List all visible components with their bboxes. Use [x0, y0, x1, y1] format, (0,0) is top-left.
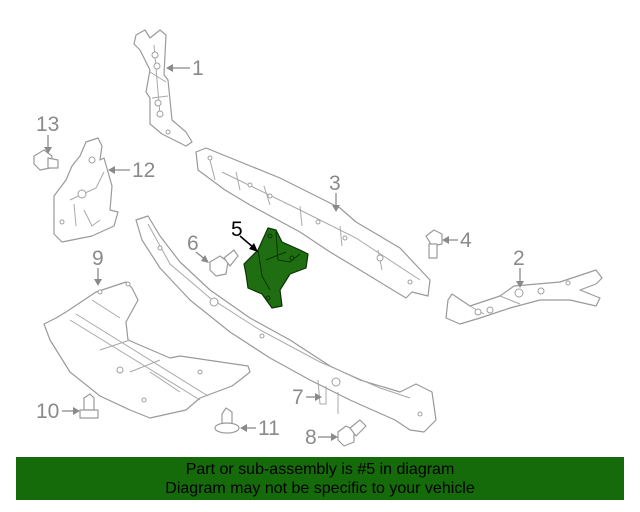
part-2-right-bracket[interactable] — [445, 269, 603, 325]
part-12-side-bracket[interactable] — [53, 137, 119, 243]
callout-8[interactable]: 8 — [305, 426, 317, 449]
leader-arrows — [44, 64, 524, 441]
part-9-under-cover[interactable] — [43, 281, 251, 419]
part-11-clip[interactable] — [214, 407, 240, 434]
callout-9[interactable]: 9 — [92, 247, 104, 270]
callout-7[interactable]: 7 — [292, 386, 304, 409]
part-3-upper-tie-bar[interactable] — [195, 147, 431, 299]
callout-4[interactable]: 4 — [460, 229, 472, 252]
part-10-bolt[interactable] — [79, 393, 99, 419]
callout-2[interactable]: 2 — [513, 247, 525, 270]
part-1-upper-bracket[interactable] — [133, 29, 193, 147]
callout-12[interactable]: 12 — [132, 159, 156, 182]
callout-11[interactable]: 11 — [258, 417, 280, 440]
part-8-bolt[interactable] — [337, 419, 367, 447]
part-4-bolt[interactable] — [425, 229, 443, 259]
callout-5-highlighted[interactable]: 5 — [231, 218, 243, 241]
banner-line-part: Part or sub-assembly is #5 in diagram — [185, 461, 455, 478]
part-5-highlighted-bracket[interactable] — [243, 227, 309, 309]
callout-6[interactable]: 6 — [187, 232, 199, 255]
banner-line-disclaimer: Diagram may not be specific to your vehi… — [165, 480, 475, 497]
callout-3[interactable]: 3 — [329, 172, 341, 195]
part-7-lower-tie-bar[interactable] — [135, 215, 437, 433]
callout-13[interactable]: 13 — [36, 113, 60, 136]
part-13-bolt[interactable] — [33, 149, 59, 171]
part-6-bolt[interactable] — [209, 249, 239, 277]
info-banner: Part or sub-assembly is #5 in diagram Di… — [16, 457, 624, 500]
callout-10[interactable]: 10 — [36, 400, 60, 423]
callout-1[interactable]: 1 — [192, 57, 204, 80]
